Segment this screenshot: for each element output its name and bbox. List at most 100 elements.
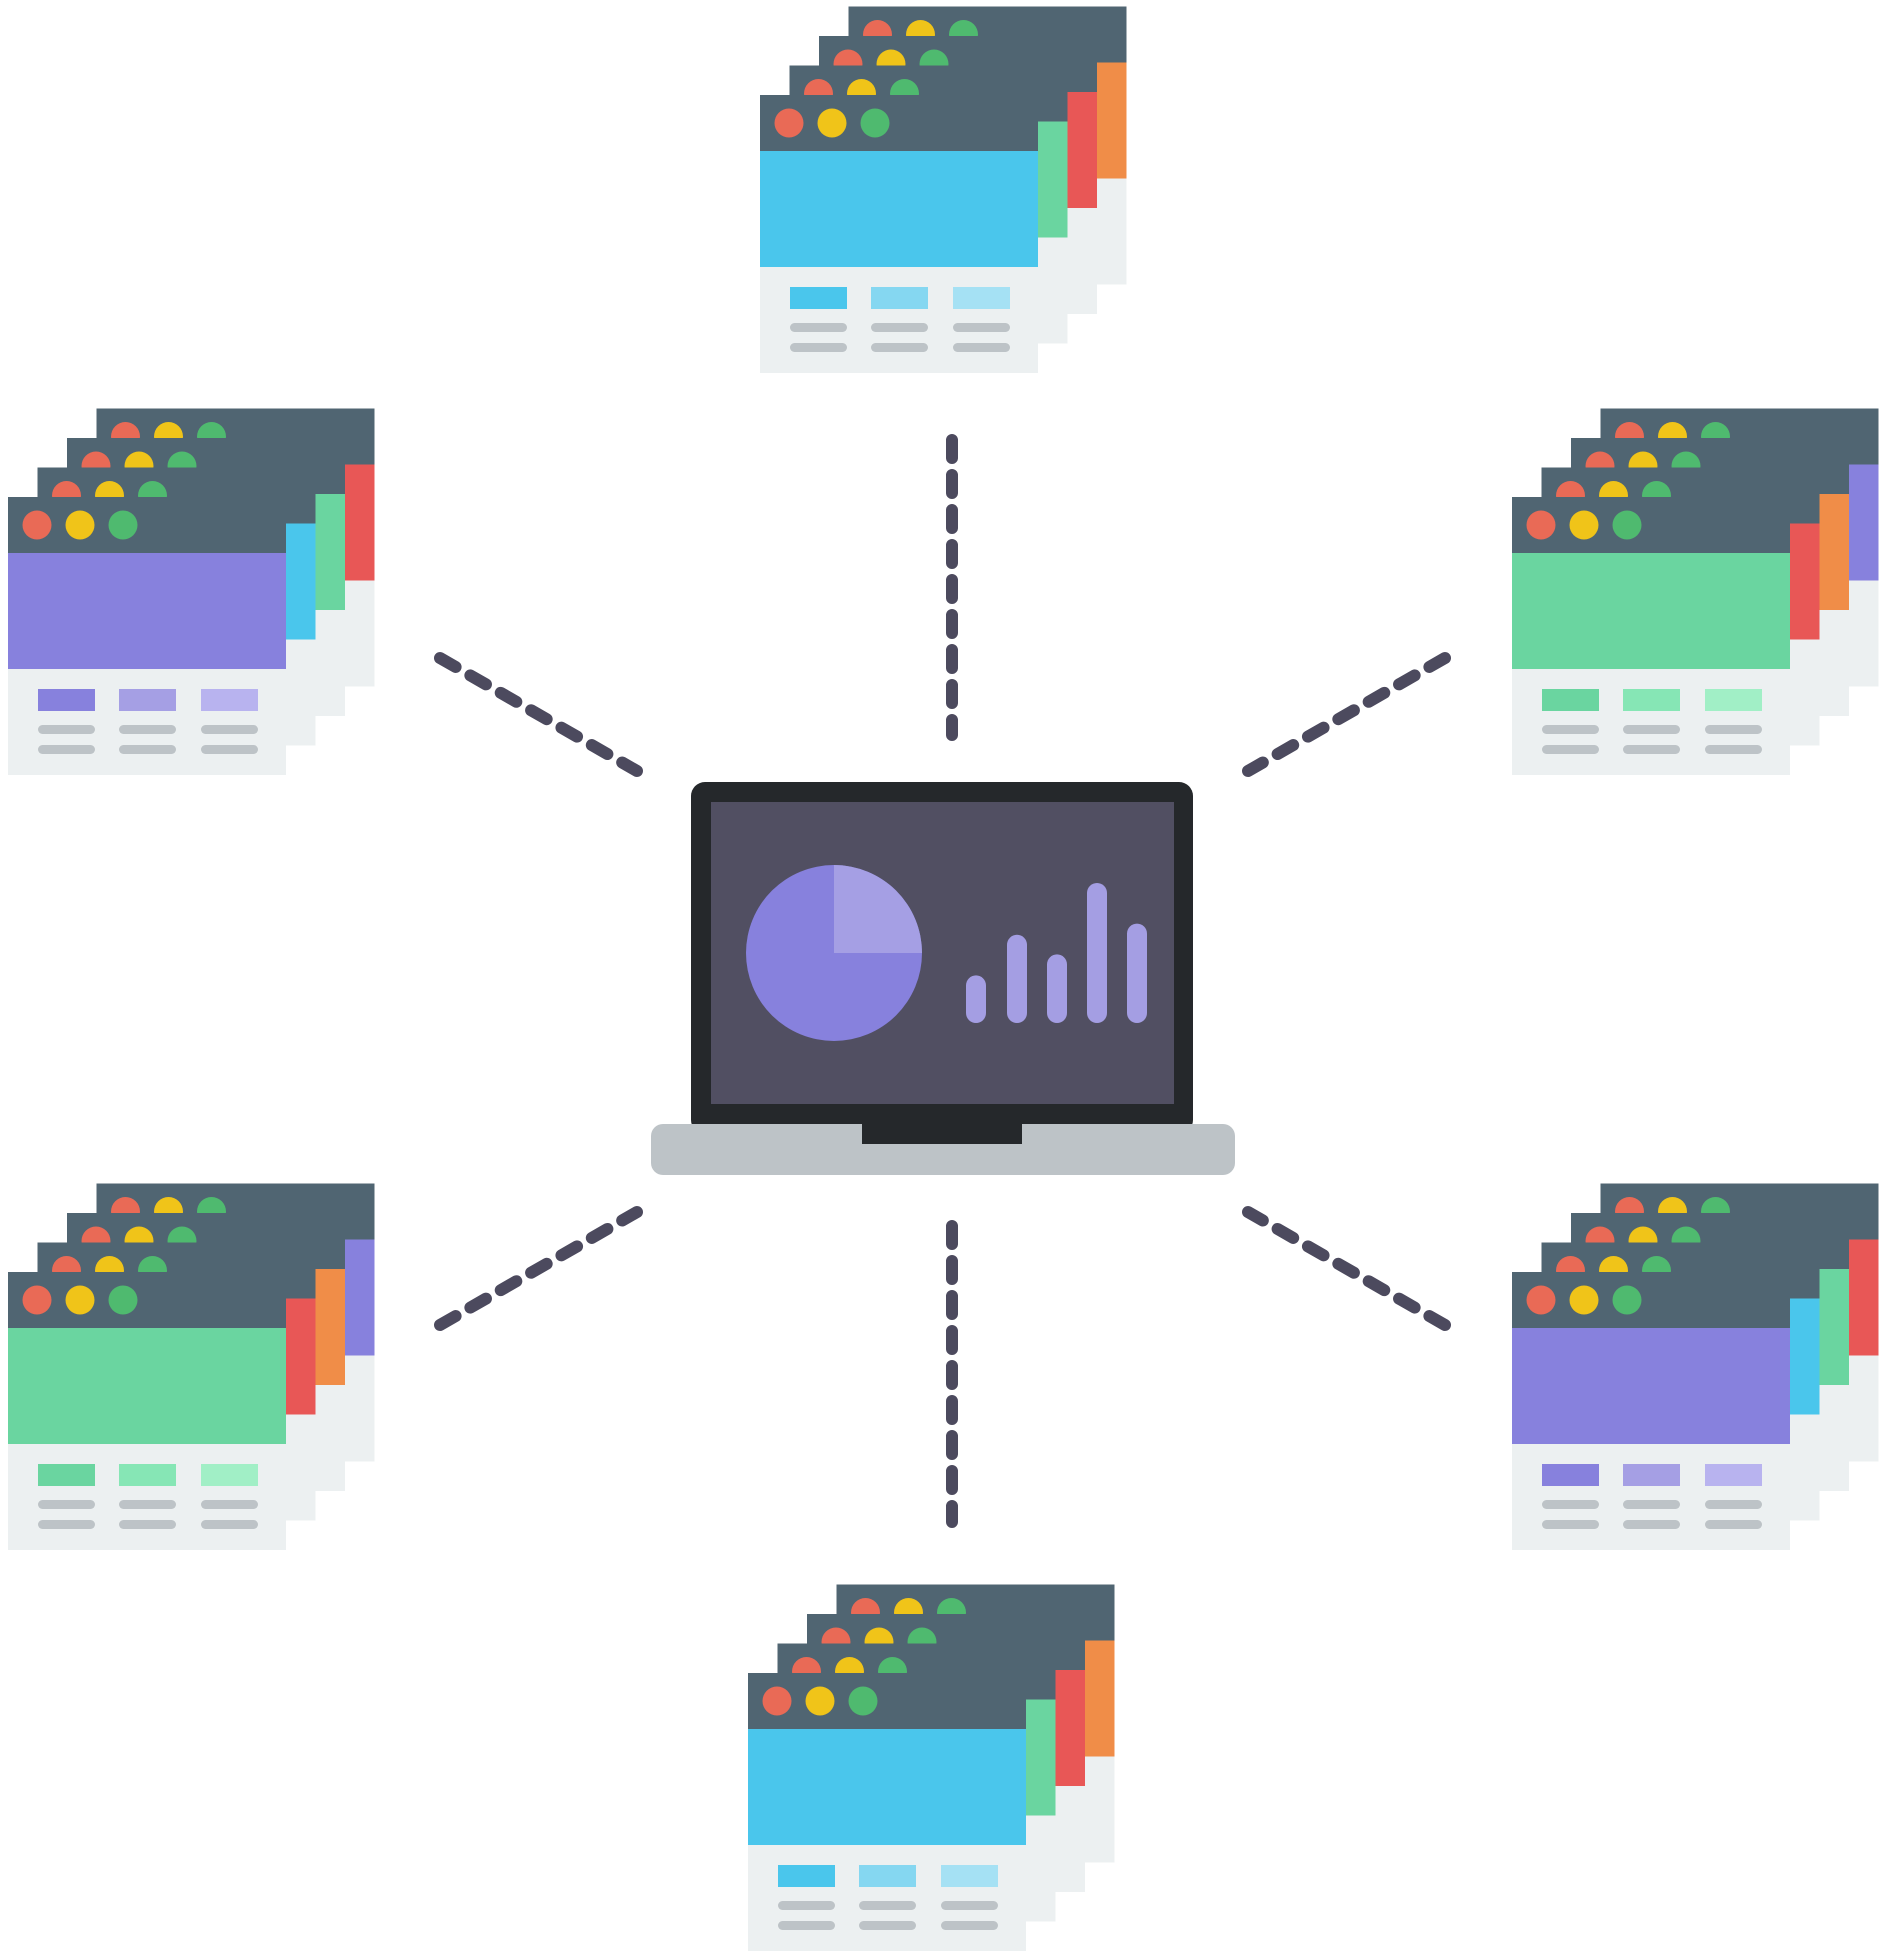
text-line bbox=[859, 1901, 916, 1910]
window-stack-lower-right bbox=[1512, 1183, 1879, 1550]
text-line bbox=[871, 343, 928, 352]
content-block bbox=[1542, 1464, 1599, 1486]
text-line bbox=[1623, 725, 1680, 734]
minimize-dot-icon bbox=[65, 1285, 95, 1315]
text-line bbox=[953, 343, 1010, 352]
text-line bbox=[38, 1520, 95, 1529]
text-line bbox=[871, 323, 928, 332]
window-hero-banner bbox=[8, 553, 286, 669]
bar-chart-bar bbox=[1047, 954, 1067, 1023]
content-block bbox=[1705, 1464, 1762, 1486]
text-line bbox=[778, 1901, 835, 1910]
bar-chart-bar bbox=[1007, 934, 1027, 1023]
window-hero-banner bbox=[748, 1729, 1026, 1845]
laptop-hinge bbox=[862, 1124, 1022, 1144]
text-line bbox=[119, 745, 176, 754]
dashed-connector bbox=[1242, 1206, 1451, 1331]
window-stack-upper-right bbox=[1512, 408, 1879, 775]
minimize-dot-icon bbox=[1569, 510, 1599, 540]
content-block bbox=[1705, 689, 1762, 711]
dashed-connector bbox=[434, 652, 643, 777]
window-stack-lower-left bbox=[8, 1183, 375, 1550]
close-dot-icon bbox=[22, 1285, 52, 1315]
text-line bbox=[941, 1901, 998, 1910]
text-line bbox=[1705, 1500, 1762, 1509]
maximize-dot-icon bbox=[848, 1686, 878, 1716]
close-dot-icon bbox=[774, 108, 804, 138]
content-block bbox=[38, 1464, 95, 1486]
window-titlebar bbox=[8, 497, 286, 553]
text-line bbox=[201, 1520, 258, 1529]
content-block bbox=[1623, 1464, 1680, 1486]
minimize-dot-icon bbox=[805, 1686, 835, 1716]
window-hero-banner bbox=[1512, 553, 1790, 669]
maximize-dot-icon bbox=[108, 1285, 138, 1315]
minimize-dot-icon bbox=[817, 108, 847, 138]
text-line bbox=[1542, 725, 1599, 734]
text-line bbox=[1542, 1520, 1599, 1529]
content-block bbox=[119, 1464, 176, 1486]
dashed-connector bbox=[1242, 652, 1451, 777]
window-titlebar bbox=[1512, 1272, 1790, 1328]
text-line bbox=[778, 1921, 835, 1930]
content-block bbox=[201, 689, 258, 711]
text-line bbox=[1705, 1520, 1762, 1529]
text-line bbox=[1623, 745, 1680, 754]
window-titlebar bbox=[748, 1673, 1026, 1729]
dashed-connector bbox=[434, 1206, 643, 1331]
laptop bbox=[651, 782, 1235, 1175]
window-titlebar bbox=[8, 1272, 286, 1328]
text-line bbox=[1623, 1520, 1680, 1529]
text-line bbox=[953, 323, 1010, 332]
content-block bbox=[941, 1865, 998, 1887]
window-stacks bbox=[8, 6, 1879, 1951]
text-line bbox=[941, 1921, 998, 1930]
text-line bbox=[38, 1500, 95, 1509]
window-titlebar bbox=[1512, 497, 1790, 553]
maximize-dot-icon bbox=[1612, 510, 1642, 540]
text-line bbox=[38, 745, 95, 754]
content-block bbox=[201, 1464, 258, 1486]
window-stack-upper-left bbox=[8, 408, 375, 775]
text-line bbox=[1623, 1500, 1680, 1509]
content-block bbox=[1623, 689, 1680, 711]
window-stack-top bbox=[760, 6, 1127, 373]
maximize-dot-icon bbox=[860, 108, 890, 138]
text-line bbox=[1542, 745, 1599, 754]
text-line bbox=[119, 1520, 176, 1529]
content-block bbox=[790, 287, 847, 309]
text-line bbox=[201, 1500, 258, 1509]
close-dot-icon bbox=[762, 1686, 792, 1716]
window-hero-banner bbox=[8, 1328, 286, 1444]
minimize-dot-icon bbox=[1569, 1285, 1599, 1315]
content-block bbox=[778, 1865, 835, 1887]
text-line bbox=[201, 725, 258, 734]
window-titlebar bbox=[760, 95, 1038, 151]
window-hero-banner bbox=[1512, 1328, 1790, 1444]
text-line bbox=[201, 745, 258, 754]
text-line bbox=[38, 725, 95, 734]
laptop-base bbox=[651, 1124, 1235, 1175]
content-block bbox=[119, 689, 176, 711]
content-block bbox=[1542, 689, 1599, 711]
connectors bbox=[434, 434, 1451, 1528]
close-dot-icon bbox=[1526, 510, 1556, 540]
text-line bbox=[119, 725, 176, 734]
text-line bbox=[1705, 745, 1762, 754]
window-stack-bottom bbox=[748, 1584, 1115, 1951]
content-block bbox=[871, 287, 928, 309]
bar-chart-bar bbox=[1127, 923, 1147, 1023]
text-line bbox=[790, 343, 847, 352]
bar-chart-bar bbox=[966, 975, 986, 1023]
text-line bbox=[790, 323, 847, 332]
text-line bbox=[1705, 725, 1762, 734]
close-dot-icon bbox=[22, 510, 52, 540]
bar-chart-bar bbox=[1087, 883, 1107, 1023]
content-block bbox=[953, 287, 1010, 309]
minimize-dot-icon bbox=[65, 510, 95, 540]
window-hero-banner bbox=[760, 151, 1038, 267]
text-line bbox=[1542, 1500, 1599, 1509]
text-line bbox=[859, 1921, 916, 1930]
content-block bbox=[859, 1865, 916, 1887]
